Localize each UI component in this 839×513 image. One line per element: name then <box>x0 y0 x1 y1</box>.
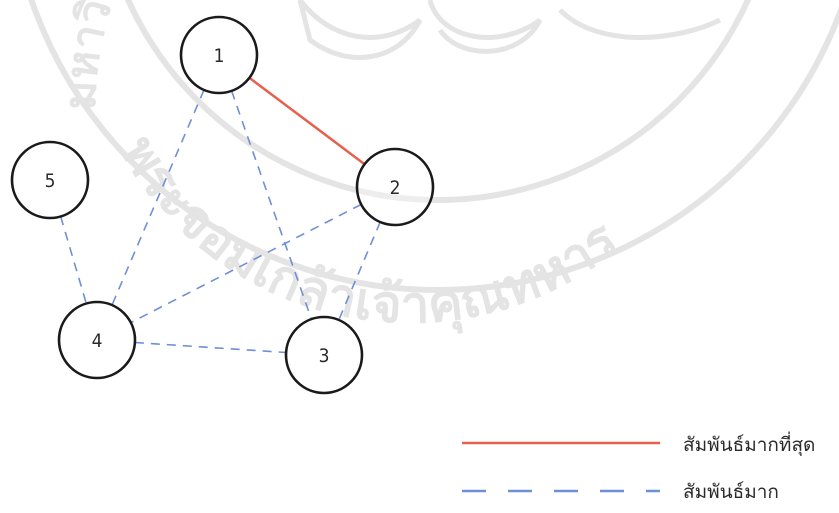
node-label-2: 2 <box>390 177 401 199</box>
node-circle-1 <box>179 15 259 95</box>
seal-outer-ring <box>28 0 839 293</box>
edge-1-3 <box>230 90 313 320</box>
node-circle-4 <box>57 300 137 380</box>
nodes-layer: 1 2 3 4 5 <box>10 15 435 395</box>
edge-1-4 <box>111 89 205 306</box>
watermark-text-mid: พระจอมเกล้าเจ้าคุณทหาร <box>109 126 629 338</box>
seal-ornament-left <box>297 0 423 60</box>
node-1: 1 <box>179 15 259 95</box>
edge-2-4 <box>130 203 362 324</box>
legend: สัมพันธ์มากที่สุด สัมพันธ์มาก <box>462 431 815 503</box>
node-circle-5 <box>10 140 90 220</box>
node-3: 3 <box>284 315 364 395</box>
seal-inner-ring <box>124 0 752 203</box>
node-label-3: 3 <box>319 345 330 367</box>
node-4: 4 <box>57 300 137 380</box>
node-label-1: 1 <box>214 45 225 67</box>
node-label-5: 5 <box>45 170 56 192</box>
edge-5-4 <box>59 216 88 304</box>
legend-strong-label: สัมพันธ์มาก <box>683 481 779 503</box>
node-circle-2 <box>355 147 435 227</box>
edge-2-3 <box>338 221 381 321</box>
node-5: 5 <box>10 140 90 220</box>
node-circle-3 <box>284 315 364 395</box>
edge-1-2 <box>248 76 366 166</box>
node-label-4: 4 <box>92 330 103 352</box>
node-2: 2 <box>355 147 435 227</box>
legend-strongest-label: สัมพันธ์มากที่สุด <box>683 431 815 457</box>
seal-ornament-center <box>427 0 543 54</box>
watermark-text-top: มหาวิทยาลัยเทคโนโลยีพระจอมเกล้าเจ้าคุณทห… <box>55 0 789 111</box>
edges-layer <box>59 76 381 354</box>
edge-4-3 <box>134 341 287 354</box>
seal-ornament-right <box>558 8 722 40</box>
